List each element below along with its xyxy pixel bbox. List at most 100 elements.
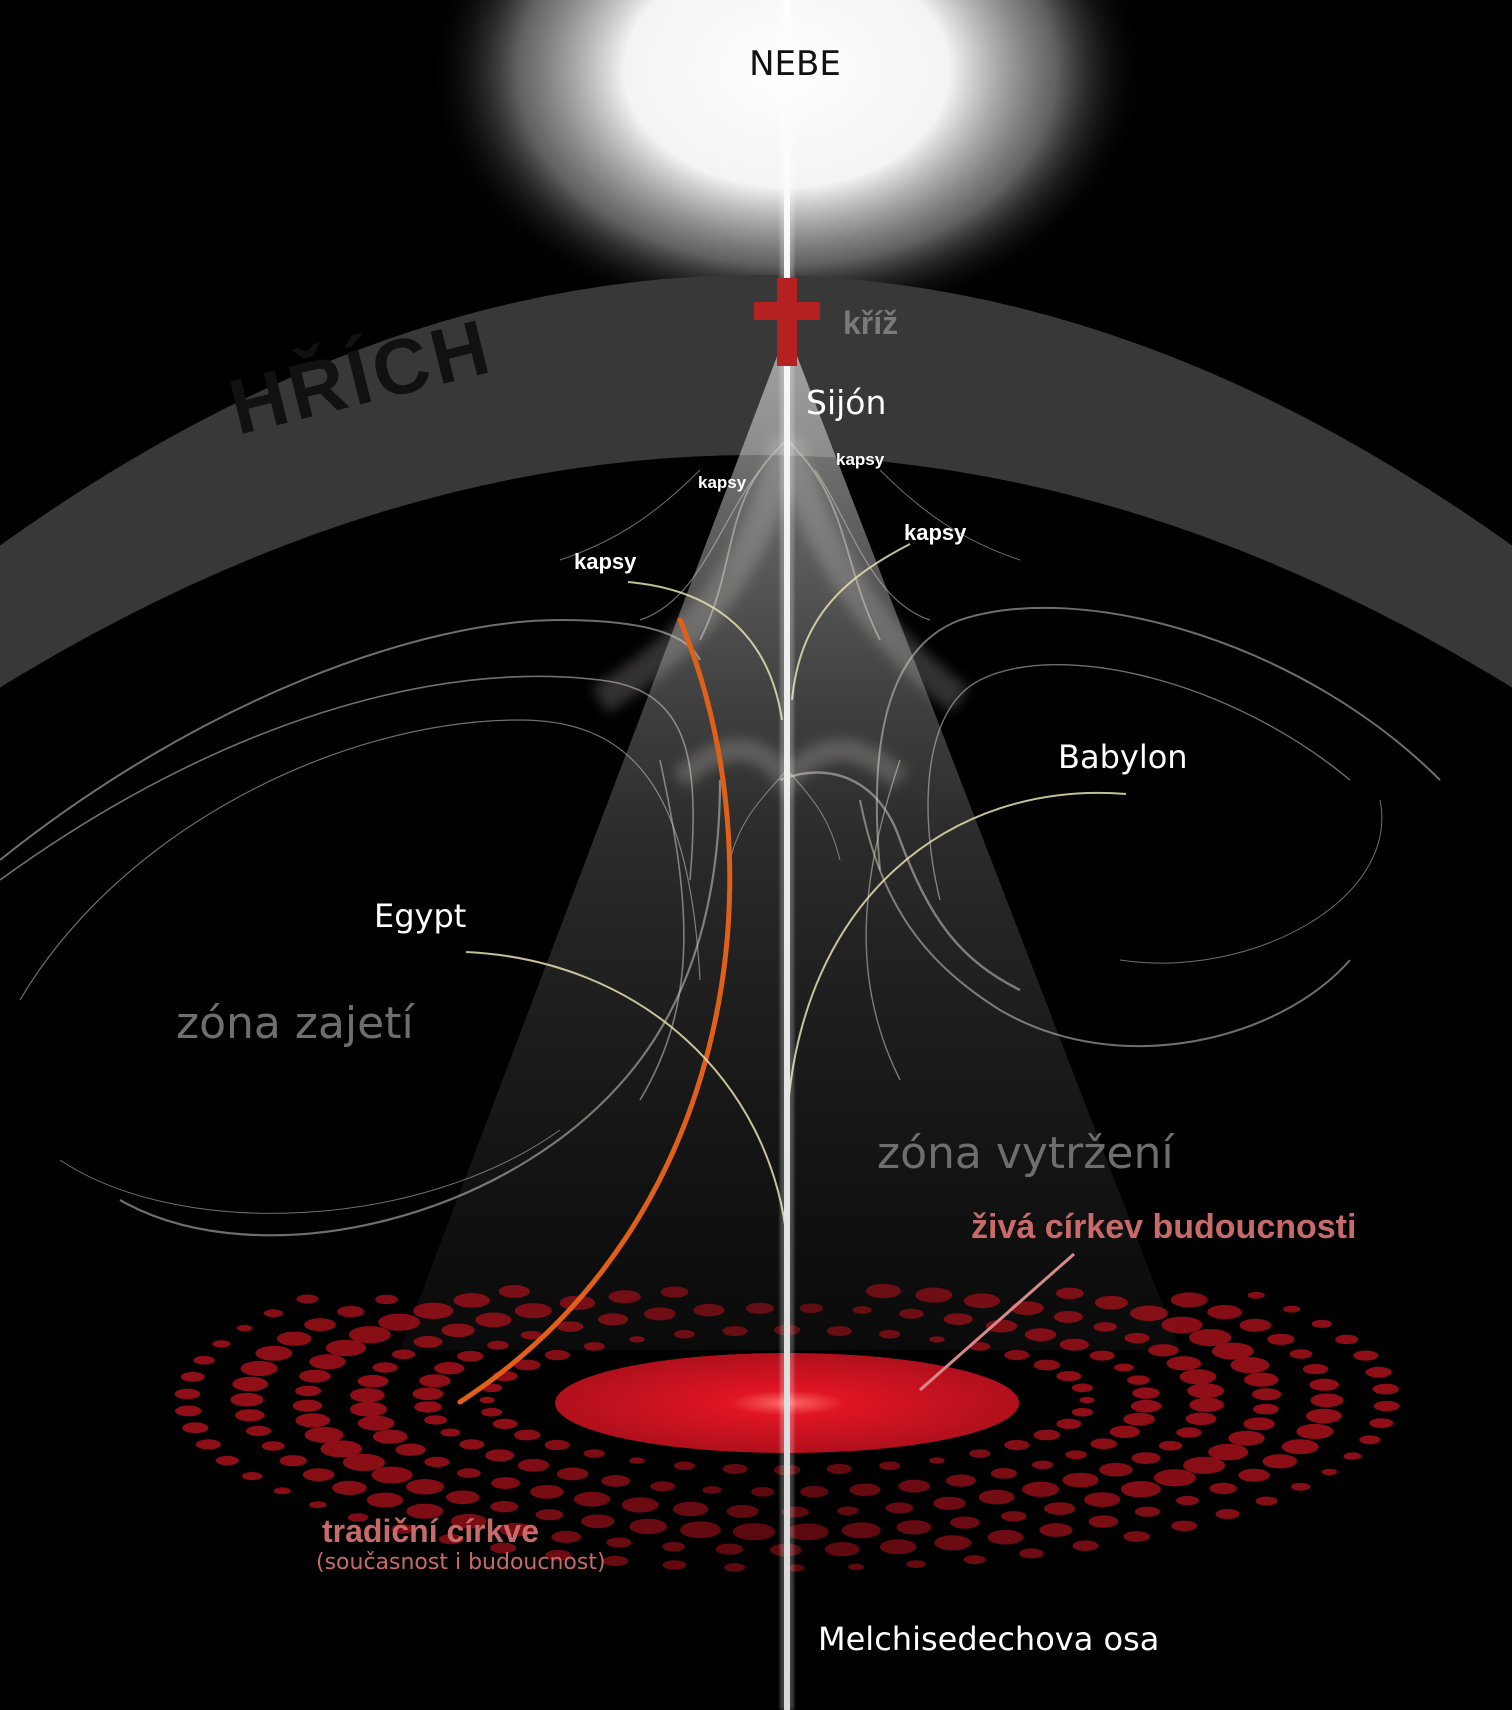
red-dot (662, 1560, 687, 1570)
red-dot (245, 1425, 272, 1436)
zion-label: Sijón (806, 383, 886, 422)
red-dot (662, 1542, 685, 1552)
red-dot (1084, 1492, 1121, 1507)
rapture-zone-label: zóna vytržení (877, 1128, 1175, 1179)
red-dot (978, 1489, 1015, 1505)
red-dot (371, 1466, 413, 1484)
red-dot (1243, 1372, 1279, 1387)
red-dot (674, 1461, 695, 1471)
red-dot (1124, 1332, 1150, 1344)
red-dot (1311, 1319, 1332, 1328)
red-dot (395, 1443, 426, 1456)
red-dot (1134, 1506, 1160, 1517)
red-dot (551, 1530, 582, 1543)
red-dot (1343, 1452, 1362, 1460)
red-dot (1109, 1425, 1140, 1439)
red-dot (544, 1439, 570, 1451)
red-dot (263, 1309, 283, 1318)
red-dot (621, 1497, 659, 1513)
red-dot (557, 1321, 584, 1332)
pocket-label-2: kapsy (698, 473, 747, 492)
pocket-label-4: kapsy (574, 549, 637, 574)
red-dot (391, 1524, 415, 1534)
red-dot (1228, 1430, 1265, 1446)
red-dot (852, 1306, 872, 1314)
red-dot (350, 1401, 387, 1417)
red-dot (440, 1428, 461, 1437)
red-dot (1251, 1388, 1282, 1401)
red-dot (372, 1429, 408, 1444)
cross-icon (754, 278, 820, 366)
red-dot (1123, 1412, 1155, 1426)
red-dot (215, 1455, 239, 1466)
sin-band (0, 275, 1512, 688)
red-dot (990, 1468, 1018, 1479)
red-dot (391, 1349, 416, 1360)
red-dot (933, 1496, 966, 1510)
red-dot (273, 1487, 291, 1495)
red-dot (520, 1330, 543, 1340)
red-dot (180, 1372, 205, 1382)
red-dot (347, 1513, 369, 1522)
cross-label: kříž (843, 305, 898, 341)
red-dot (304, 1426, 344, 1443)
red-dot (1283, 1305, 1301, 1313)
egypt-label: Egypt (374, 897, 466, 935)
red-dot (1148, 1344, 1179, 1357)
red-dot (556, 1467, 589, 1481)
red-dot (296, 1294, 319, 1304)
red-dot (424, 1456, 450, 1468)
red-dot (450, 1513, 487, 1529)
red-dot (1176, 1495, 1199, 1506)
red-dot (674, 1329, 695, 1339)
red-dot (299, 1369, 331, 1383)
red-dot (1239, 1318, 1272, 1332)
red-dot (498, 1285, 530, 1298)
pocket-label-1: kapsy (836, 450, 885, 469)
red-dot (350, 1388, 385, 1403)
red-dot (332, 1480, 367, 1495)
red-dot (824, 1542, 860, 1557)
red-dot (378, 1313, 421, 1331)
red-dot (255, 1345, 293, 1361)
red-dot (195, 1439, 221, 1450)
red-dot (629, 1336, 645, 1343)
red-dot (490, 1542, 517, 1554)
red-dot (865, 1283, 902, 1299)
red-dot (573, 1491, 611, 1507)
red-dot (492, 1418, 518, 1429)
leader-lines (465, 543, 1127, 1241)
red-dot (1365, 1366, 1392, 1378)
red-dot (1359, 1435, 1381, 1445)
red-dot (1033, 1359, 1061, 1371)
red-dot (1072, 1540, 1099, 1551)
red-dot (295, 1413, 331, 1428)
red-dot (987, 1529, 1024, 1545)
red-dot (934, 1535, 972, 1551)
red-dot (1022, 1481, 1060, 1497)
red-dot (702, 1486, 722, 1494)
red-dot (1161, 1316, 1203, 1334)
red-dot (481, 1407, 503, 1417)
melchizedek-axis (784, 0, 790, 1710)
red-dot (357, 1415, 395, 1431)
red-dot (1166, 1356, 1202, 1371)
red-dot (896, 1520, 932, 1535)
red-dot (279, 1455, 307, 1467)
orange-curve (457, 617, 733, 1405)
captivity-zone-label: zóna zajetí (176, 998, 415, 1049)
red-dot (413, 1336, 443, 1348)
red-dot (879, 1461, 900, 1471)
red-dot (304, 1318, 336, 1332)
red-dot (535, 1509, 564, 1521)
red-dot (950, 1516, 980, 1529)
red-dot (1126, 1375, 1150, 1385)
red-dot (1019, 1548, 1044, 1559)
red-dot (1321, 1468, 1338, 1476)
red-dot (1158, 1440, 1183, 1451)
red-dot (491, 1477, 521, 1489)
red-dot (1062, 1472, 1099, 1488)
red-dot (606, 1537, 632, 1548)
red-dot (438, 1534, 464, 1545)
red-dot (629, 1457, 645, 1464)
